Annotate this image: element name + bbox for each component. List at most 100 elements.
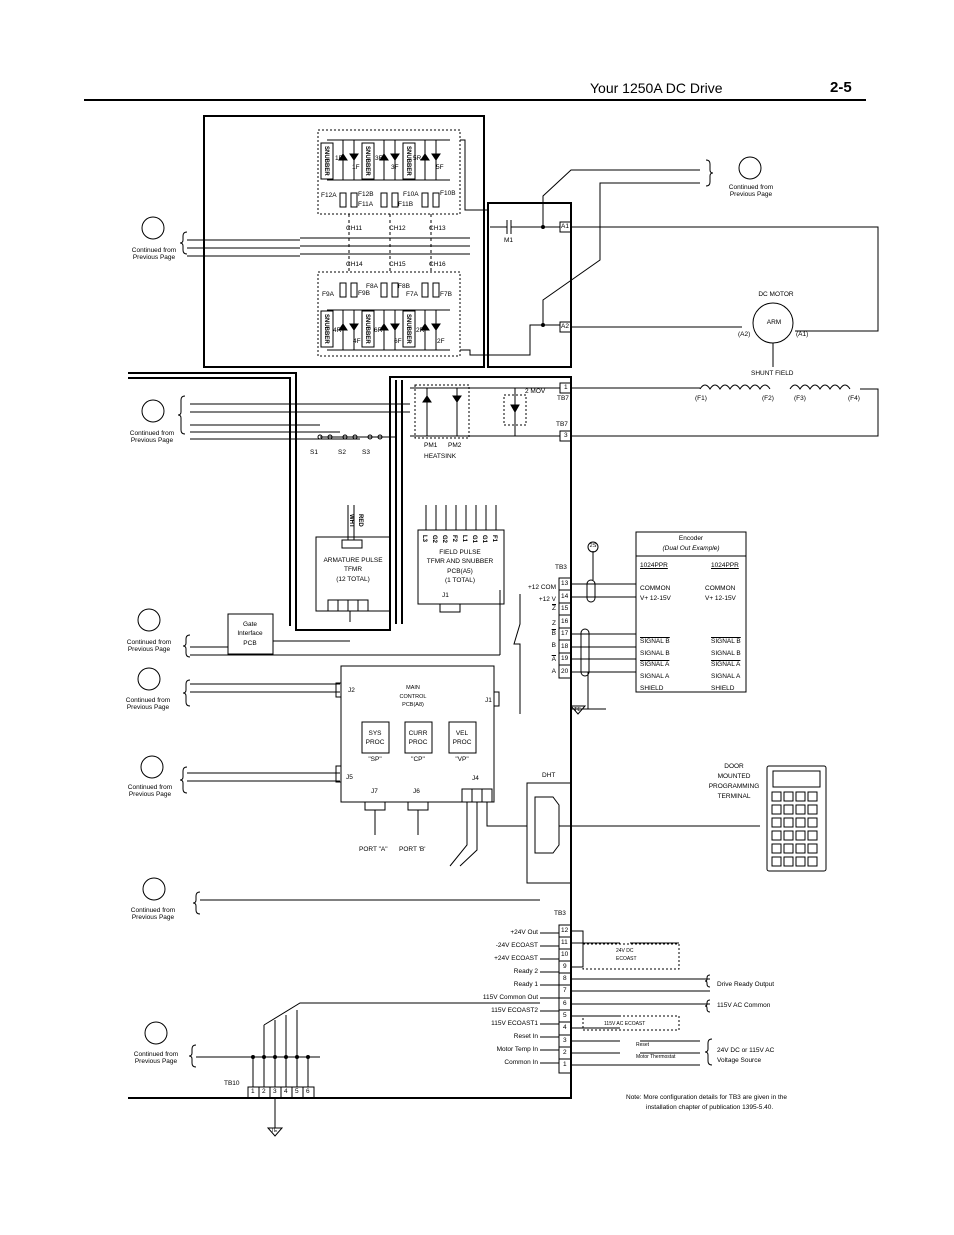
encoder-subtitle: (Dual Out Example) (662, 545, 720, 552)
2s-label: 2S (589, 543, 597, 549)
tb10-term: 4 (284, 1088, 288, 1095)
pm2-label: PM2 (448, 442, 462, 449)
tb7-label: TB7 (557, 395, 569, 402)
scr-wiring (327, 139, 560, 356)
tb3-signal: +24V ECOAST (494, 955, 538, 962)
encoder-ppr: 1024PPR (711, 562, 739, 569)
header-rule (84, 99, 866, 101)
ac-common-label: 115V AC Common (717, 1002, 771, 1009)
tb3-bottom-label: TB3 (554, 910, 566, 917)
fuse-label: F12B (358, 191, 374, 198)
scr-label: 2R (416, 327, 425, 334)
fuse-label: F11B (398, 201, 414, 208)
tb3-signal: 115V ECOAST1 (491, 1020, 538, 1027)
tb3-term: 11 (561, 939, 568, 946)
tb3-signal: +12 V (538, 596, 556, 603)
a2-terminal: A2 (561, 323, 569, 330)
reset-label: Reset (636, 1042, 650, 1048)
tb3-term: 3 (563, 1037, 567, 1044)
scr-label: 4F (353, 338, 361, 345)
control-enclosure (128, 372, 572, 1099)
snubbers-top (320, 142, 416, 348)
te-label: TE (271, 1128, 278, 1134)
header-title: Your 1250A DC Drive (590, 80, 723, 96)
choke-label: CH12 (389, 225, 406, 232)
tb3-term: 19 (561, 655, 569, 662)
s1-label: S1 (310, 449, 318, 456)
scr-label: 1F (352, 164, 360, 171)
tb3-signal: Motor Temp In (496, 1046, 538, 1053)
heatsink-label: HEATSINK (424, 453, 457, 460)
tb3-term: 8 (563, 975, 567, 982)
scr-label: 2F (437, 338, 445, 345)
field-pin: L1 (461, 535, 467, 543)
tb7-term: 1 (564, 384, 568, 391)
red-wire-label: RED (357, 514, 363, 527)
tb10-block (200, 705, 587, 1137)
dc-motor (699, 302, 851, 390)
scr-label: 4R (333, 327, 342, 334)
a1-motor-label: (A1) (796, 331, 809, 338)
tb3-term: 6 (563, 1000, 567, 1007)
field-pin: L3 (421, 535, 427, 543)
dc-motor-title: DC MOTOR (758, 291, 794, 298)
scr-label: 3F (391, 164, 399, 171)
field-pin: G1 (471, 535, 477, 544)
tb3-term: 5 (563, 1012, 567, 1019)
tb3-signal: Reset In (513, 1033, 538, 1040)
wht-wire-label: WHT (348, 514, 354, 528)
s2-label: S2 (338, 449, 346, 456)
encoder-box (635, 531, 747, 693)
fuse-label: F9B (358, 290, 370, 297)
f3-label: (F3) (794, 395, 806, 402)
shunt-field-label: SHUNT FIELD (751, 370, 794, 377)
j4-label: J4 (472, 775, 479, 782)
tb3-term: 15 (561, 605, 569, 612)
programming-terminal (766, 765, 827, 872)
tb3-term: 16 (561, 618, 569, 625)
tb3-signal: Ready 1 (513, 981, 538, 988)
cp-label: "CP" (411, 756, 425, 763)
scr-bridge-bottom (317, 271, 461, 357)
tb3-term: 20 (561, 668, 569, 675)
tb7-wiring (410, 382, 879, 442)
snubber-label: SNUBBER (323, 314, 329, 344)
f4-label: (F4) (848, 395, 860, 402)
fuse-label: F9A (322, 291, 334, 298)
field-j1-label: J1 (442, 592, 449, 599)
scr-label: 3R (375, 155, 384, 162)
vp-label: "VP" (455, 756, 469, 763)
field-pin: G2 (441, 535, 447, 544)
tb3-term: 10 (561, 951, 569, 958)
tb3-bottom-block (540, 924, 713, 1074)
field-pin: G1 (481, 535, 487, 544)
field-pin: G2 (431, 535, 437, 544)
thermostat-label: Motor Thermostat (636, 1054, 676, 1060)
tb3-signal: Common In (504, 1059, 538, 1066)
tb3-term: 9 (563, 963, 567, 970)
choke-label: CH13 (429, 225, 446, 232)
j5-label: J5 (346, 774, 353, 781)
armature-pulse-tfmr (315, 505, 391, 622)
tb3-term: 2 (563, 1049, 567, 1056)
tb3-signal: Z (552, 605, 556, 612)
scr-label: 5R (413, 155, 422, 162)
port-a-label: PORT "A" (359, 846, 388, 853)
tb3-signal: 115V ECOAST2 (491, 1007, 538, 1014)
fuse-label: F7B (440, 291, 452, 298)
contactor-m1 (490, 156, 879, 333)
power-cabinet (203, 115, 572, 368)
